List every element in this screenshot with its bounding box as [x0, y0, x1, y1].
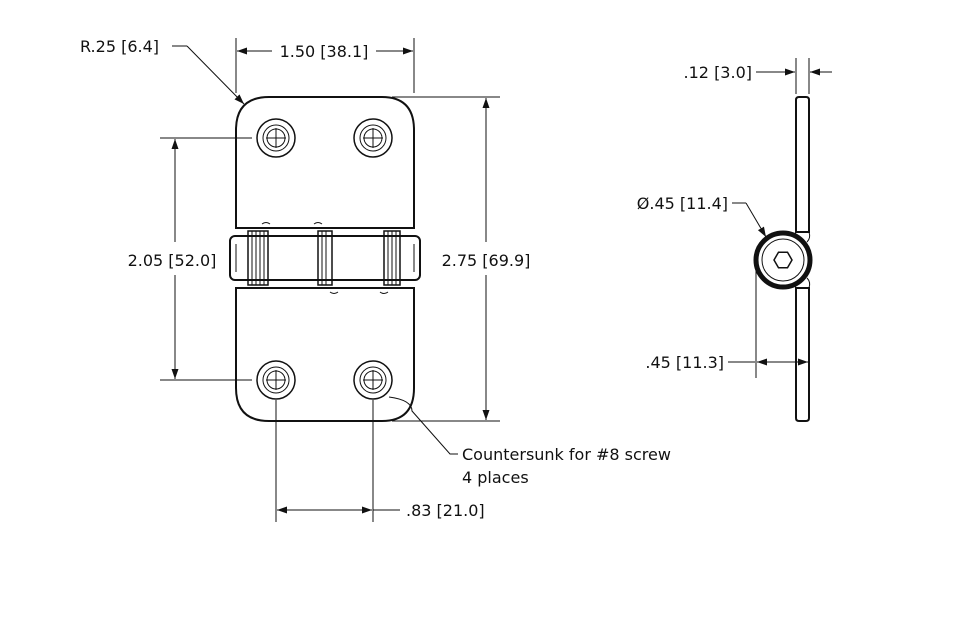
hole-top-right	[353, 118, 393, 158]
side-view: .12 [3.0] Ø.45 [11.4] .45 [11.3]	[637, 58, 832, 422]
pin-offset-label: .45 [11.3]	[645, 353, 724, 372]
leaf-thickness-label: .12 [3.0]	[684, 63, 752, 82]
hole-bottom-left	[256, 360, 296, 400]
hole-top-left	[256, 118, 296, 158]
hole-bottom-right	[353, 360, 393, 400]
hole-spacing-horizontal-label: .83 [21.0]	[406, 501, 485, 520]
hinge-knuckle	[229, 222, 421, 294]
overall-width-label: 1.50 [38.1]	[280, 42, 369, 61]
countersink-note: Countersunk for #8 screw 4 places	[388, 396, 671, 487]
hole-spacing-horizontal-dimension: .83 [21.0]	[275, 400, 485, 522]
bottom-leaf	[235, 287, 415, 422]
corner-radius-dimension: R.25 [6.4]	[80, 37, 245, 105]
countersink-note-line2: 4 places	[462, 468, 529, 487]
side-knuckle	[753, 230, 813, 290]
top-leaf	[235, 96, 415, 229]
overall-height-label: 2.75 [69.9]	[442, 251, 531, 270]
pin-offset-dimension: .45 [11.3]	[645, 262, 810, 378]
countersink-note-line1: Countersunk for #8 screw	[462, 445, 671, 464]
side-lower-leaf	[795, 287, 810, 422]
overall-height-dimension: 2.75 [69.9]	[392, 96, 531, 422]
front-view: R.25 [6.4] 1.50 [38.1] 2.05 [52.0] 2.75 …	[80, 37, 671, 522]
corner-radius-label: R.25 [6.4]	[80, 37, 159, 56]
hole-spacing-vertical-label: 2.05 [52.0]	[128, 251, 217, 270]
knuckle-diameter-dimension: Ø.45 [11.4]	[637, 194, 767, 238]
hex-socket-icon	[773, 251, 793, 269]
knuckle-diameter-label: Ø.45 [11.4]	[637, 194, 728, 213]
overall-width-dimension: 1.50 [38.1]	[235, 38, 415, 93]
hole-spacing-vertical-dimension: 2.05 [52.0]	[128, 137, 252, 381]
side-upper-leaf	[795, 96, 810, 233]
leaf-thickness-dimension: .12 [3.0]	[684, 58, 832, 94]
